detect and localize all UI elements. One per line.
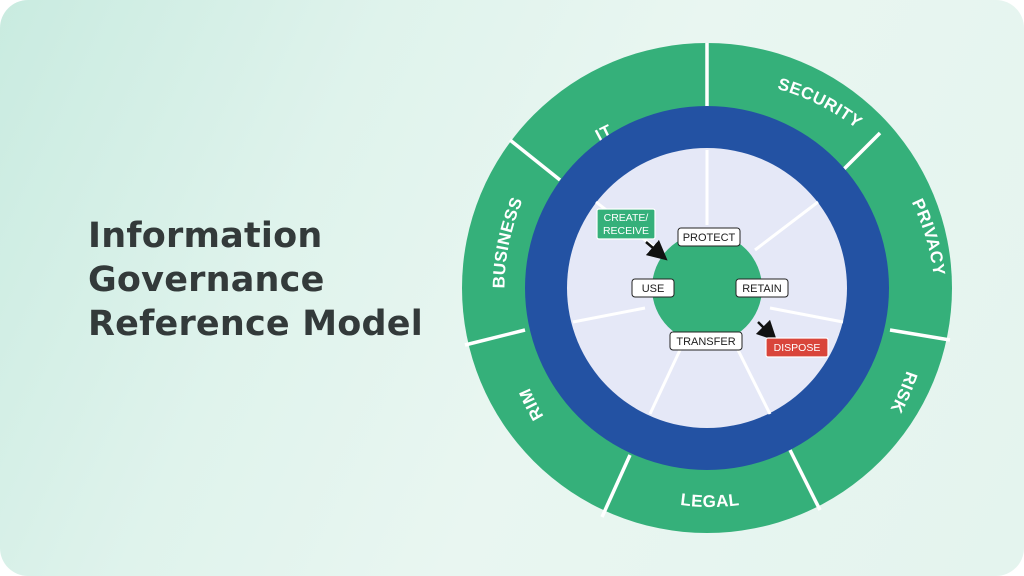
- segment-legal: LEGAL: [680, 490, 741, 511]
- svg-text:TRANSFER: TRANSFER: [676, 336, 735, 348]
- svg-text:RETAIN: RETAIN: [742, 283, 782, 295]
- page-title: Information Governance Reference Model: [88, 214, 428, 346]
- svg-text:DISPOSE: DISPOSE: [774, 342, 821, 354]
- title-line-1: Information: [88, 216, 323, 256]
- title-line-2: Governance: [88, 260, 325, 300]
- create-arrow-icon: [645, 239, 668, 261]
- stage-retain: RETAIN: [735, 278, 789, 298]
- dispose-arrow-icon: [755, 319, 778, 342]
- stage-protect: PROTECT: [677, 227, 741, 247]
- dispose-tag: DISPOSE: [765, 337, 829, 358]
- svg-text:RECEIVE: RECEIVE: [603, 225, 649, 237]
- svg-text:CREATE/: CREATE/: [604, 212, 649, 224]
- svg-text:PROTECT: PROTECT: [683, 232, 736, 244]
- create-receive-tag: CREATE/ RECEIVE: [596, 208, 656, 240]
- svg-text:USE: USE: [642, 283, 665, 295]
- title-line-3: Reference Model: [88, 304, 423, 344]
- stage-use: USE: [631, 278, 675, 298]
- lifecycle-core: [652, 233, 762, 343]
- stage-transfer: TRANSFER: [669, 331, 743, 351]
